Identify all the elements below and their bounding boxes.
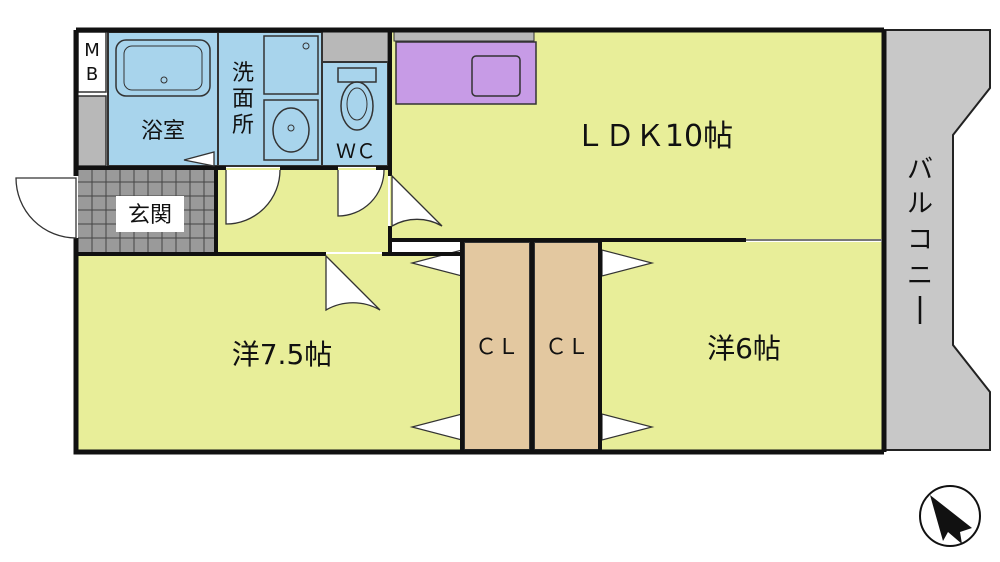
- pipe-space: [77, 95, 107, 167]
- western-a-label: 洋7.5帖: [232, 338, 333, 371]
- washroom-label-1: 洗: [232, 61, 254, 86]
- walls: [73, 27, 887, 455]
- closet-a-label: ＣＬ: [475, 335, 519, 360]
- balcony-label-1: バ: [907, 155, 933, 185]
- door-swings: [15, 151, 443, 312]
- bathtub-icon: [115, 39, 211, 97]
- washbasin-icon: [263, 99, 319, 161]
- mb-label-2: B: [86, 64, 98, 85]
- entrance-label: 玄関: [128, 203, 172, 228]
- kitchen-shelf: [393, 31, 535, 42]
- mb-label-1: M: [84, 40, 100, 61]
- washing-machine-icon: [263, 35, 319, 95]
- balcony-label-3: コ: [907, 225, 933, 255]
- balcony-label-4: ニ: [907, 261, 933, 291]
- balcony: [883, 29, 991, 451]
- balcony-label-2: ル: [907, 189, 933, 219]
- closet-b-label: ＣＬ: [545, 335, 589, 360]
- western-b-label: 洋6帖: [707, 332, 781, 365]
- wc-label: ＷＣ: [336, 139, 376, 163]
- north-arrow-icon: [919, 485, 981, 547]
- sink-icon: [471, 55, 521, 97]
- storage-top: [321, 31, 389, 63]
- bath-label: 浴室: [141, 119, 185, 144]
- ldk-label: ＬＤＫ10帖: [575, 119, 733, 154]
- washroom-label-3: 所: [232, 113, 254, 138]
- kitchen-counter: [395, 41, 537, 105]
- western-room-b: [600, 242, 882, 450]
- washroom-label-2: 面: [232, 87, 254, 112]
- western-room-a: [76, 254, 462, 450]
- toilet-icon: [340, 81, 374, 131]
